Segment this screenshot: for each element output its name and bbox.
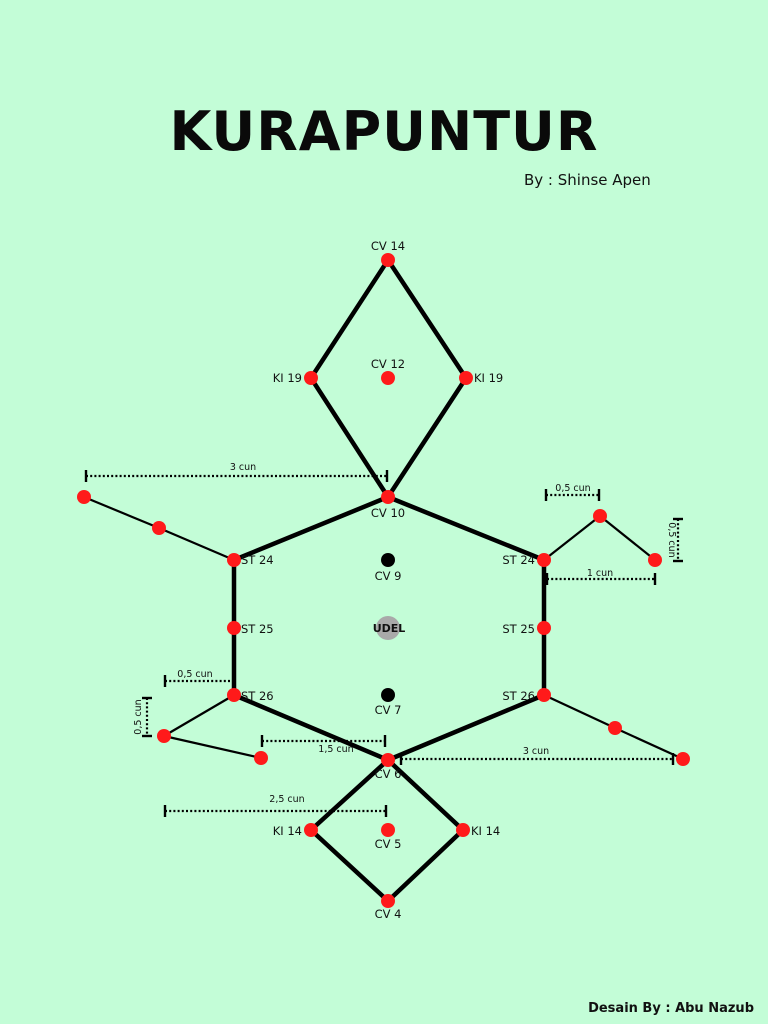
branch-upper-left-2	[83, 495, 160, 530]
line-st26-left-cv6	[231, 692, 391, 763]
point-st26-left	[227, 688, 241, 702]
point-branch-ul-mid	[152, 521, 166, 535]
label-cv6: CV 6	[375, 767, 402, 781]
label-cv10: CV 10	[371, 506, 405, 520]
point-st24-left	[227, 553, 241, 567]
line-ki14-left-cv4	[308, 827, 391, 904]
label-ki19-right: KI 19	[474, 371, 503, 385]
red-points	[77, 253, 690, 908]
line-st26-right-cv6	[385, 692, 547, 763]
label-cv14: CV 14	[371, 239, 405, 253]
branch-lower-left-1	[163, 694, 235, 737]
label-half-cun-left: 0,5 cun	[177, 669, 212, 680]
branch-lines	[83, 495, 684, 761]
point-cv12	[381, 371, 395, 385]
navel-marker	[376, 616, 400, 640]
designer-credit: Desain By : Abu Nazub	[588, 1001, 754, 1016]
measurement-caps	[84, 470, 683, 817]
label-ki19-left: KI 19	[273, 371, 302, 385]
point-cv5	[381, 823, 395, 837]
point-cv10	[381, 490, 395, 504]
line-cv6-ki14-left	[308, 757, 391, 833]
point-cv4	[381, 894, 395, 908]
line-cv14-ki19-left	[308, 257, 391, 381]
branch-upper-left-1	[158, 526, 235, 562]
point-branch-ll-inner	[254, 751, 268, 765]
label-two-half-cun: 2,5 cun	[269, 794, 304, 805]
branch-upper-right-1	[543, 515, 601, 561]
branch-lower-right-1	[543, 694, 616, 729]
label-st24-right: ST 24	[502, 553, 535, 567]
line-ki19-right-cv10	[385, 375, 469, 500]
point-ki14-left	[304, 823, 318, 837]
label-half-cun-top-right: 0,5 cun	[555, 483, 590, 494]
label-cv12: CV 12	[371, 357, 405, 371]
point-branch-ll-outer	[157, 729, 171, 743]
point-ki19-right	[459, 371, 473, 385]
label-cv7: CV 7	[375, 703, 402, 717]
label-st24-left: ST 24	[241, 553, 274, 567]
label-st25-right: ST 25	[502, 622, 535, 636]
point-st25-right	[537, 621, 551, 635]
label-one-cun: 1 cun	[587, 568, 613, 579]
point-ki19-left	[304, 371, 318, 385]
line-cv6-ki14-right	[385, 757, 466, 833]
point-st24-right	[537, 553, 551, 567]
label-half-cun-vertical-right: 0,5 cun	[666, 522, 677, 557]
line-ki19-left-cv10	[308, 375, 391, 500]
line-cv10-st24-left	[231, 494, 391, 563]
label-st25-left: ST 25	[241, 622, 274, 636]
label-cv4: CV 4	[375, 907, 402, 921]
point-branch-ur-top	[593, 509, 607, 523]
point-cv9	[381, 553, 395, 567]
label-ki14-right: KI 14	[471, 824, 500, 838]
point-cv6	[381, 753, 395, 767]
label-navel: UDEL	[373, 622, 406, 635]
line-cv14-ki19-right	[385, 257, 469, 381]
point-branch-ul-outer	[77, 490, 91, 504]
label-st26-right: ST 26	[502, 689, 535, 703]
point-ki14-right	[456, 823, 470, 837]
line-ki14-right-cv4	[385, 827, 466, 904]
branch-lower-right-2	[614, 726, 684, 761]
label-half-cun-vertical-left: 0,5 cun	[133, 699, 144, 734]
point-labels: CV 14 KI 19 CV 12 KI 19 CV 10 ST 24 ST 2…	[241, 239, 535, 921]
branch-upper-right-2	[599, 515, 656, 561]
author-credit: By : Shinse Apen	[524, 171, 651, 189]
point-cv14	[381, 253, 395, 267]
diagram-title: KURAPUNTUR	[169, 100, 599, 163]
label-cv9: CV 9	[375, 569, 402, 583]
point-branch-lr-mid	[608, 721, 622, 735]
label-three-cun-top: 3 cun	[230, 462, 256, 473]
branch-lower-left-2	[163, 734, 262, 760]
point-st25-left	[227, 621, 241, 635]
label-cv5: CV 5	[375, 837, 402, 851]
label-three-cun-bottom: 3 cun	[523, 746, 549, 757]
black-points	[381, 553, 395, 702]
label-ki14-left: KI 14	[273, 824, 302, 838]
point-branch-ur-outer	[648, 553, 662, 567]
line-cv10-st24-right	[385, 494, 547, 563]
label-one-half-cun: 1,5 cun	[318, 744, 353, 755]
point-st26-right	[537, 688, 551, 702]
measurement-lines	[86, 474, 680, 813]
label-st26-left: ST 26	[241, 689, 274, 703]
point-branch-lr-outer	[676, 752, 690, 766]
measurement-labels: 3 cun 0,5 cun 0,5 cun 1 cun 0,5 cun 0,5 …	[133, 462, 677, 805]
point-cv7	[381, 688, 395, 702]
